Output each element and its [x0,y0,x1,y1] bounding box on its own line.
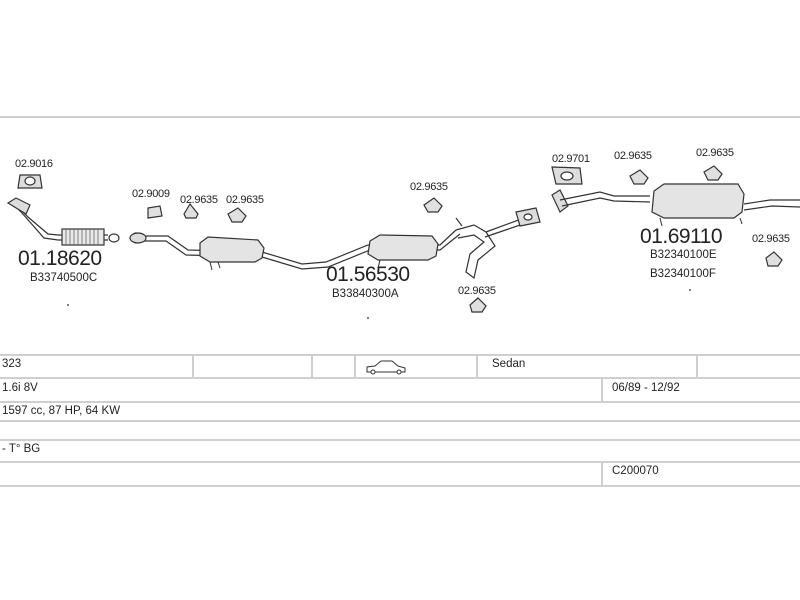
hanger-icons [129,165,783,313]
vehicle-notes: - T° BG [2,443,41,455]
front-pipe [6,197,120,246]
part-label-hanger-6: 02.9635 [614,150,652,162]
rear-silencer [551,183,800,227]
vehicle-years: 06/89 - 12/92 [612,382,680,394]
vehicle-body-type: Sedan [492,358,526,370]
part-label-rear-silencer: 01.69110 [640,225,723,248]
vehicle-model: 323 [2,358,22,370]
part-label-front-pipe: 01.18620 [18,247,102,270]
part-label-flange: 02.9701 [552,153,590,165]
part-label-hanger-4: 02.9635 [410,181,448,193]
part-label-center-pipe: 01.56530 [326,263,410,286]
part-label-hanger-1: 02.9009 [132,188,170,200]
oe-label-front-pipe: B33740500C [30,272,98,284]
part-label-hanger-7: 02.9635 [696,147,734,159]
oe-label-rear-silencer-2: B32340100F [650,268,716,280]
frame-lines [0,116,800,487]
part-label-hanger-5: 02.9635 [458,285,496,297]
center-pipe [131,217,527,280]
oe-label-rear-silencer-1: B32340100E [650,249,717,261]
oe-label-center-pipe: B33840300A [332,288,399,300]
vehicle-code: C200070 [612,465,659,477]
part-label-hanger-3: 02.9635 [226,194,264,206]
part-label-gasket: 02.9016 [15,158,53,170]
gasket-icon [17,174,43,189]
vehicle-specs: 1597 cc, 87 HP, 64 KW [2,405,121,417]
part-label-hanger-2: 02.9635 [180,194,218,206]
part-label-hanger-8: 02.9635 [752,233,790,245]
flange-icon [515,166,583,227]
vehicle-engine: 1.6i 8V [2,382,38,394]
sedan-car-icon [366,360,406,375]
marker-dots [67,289,691,319]
